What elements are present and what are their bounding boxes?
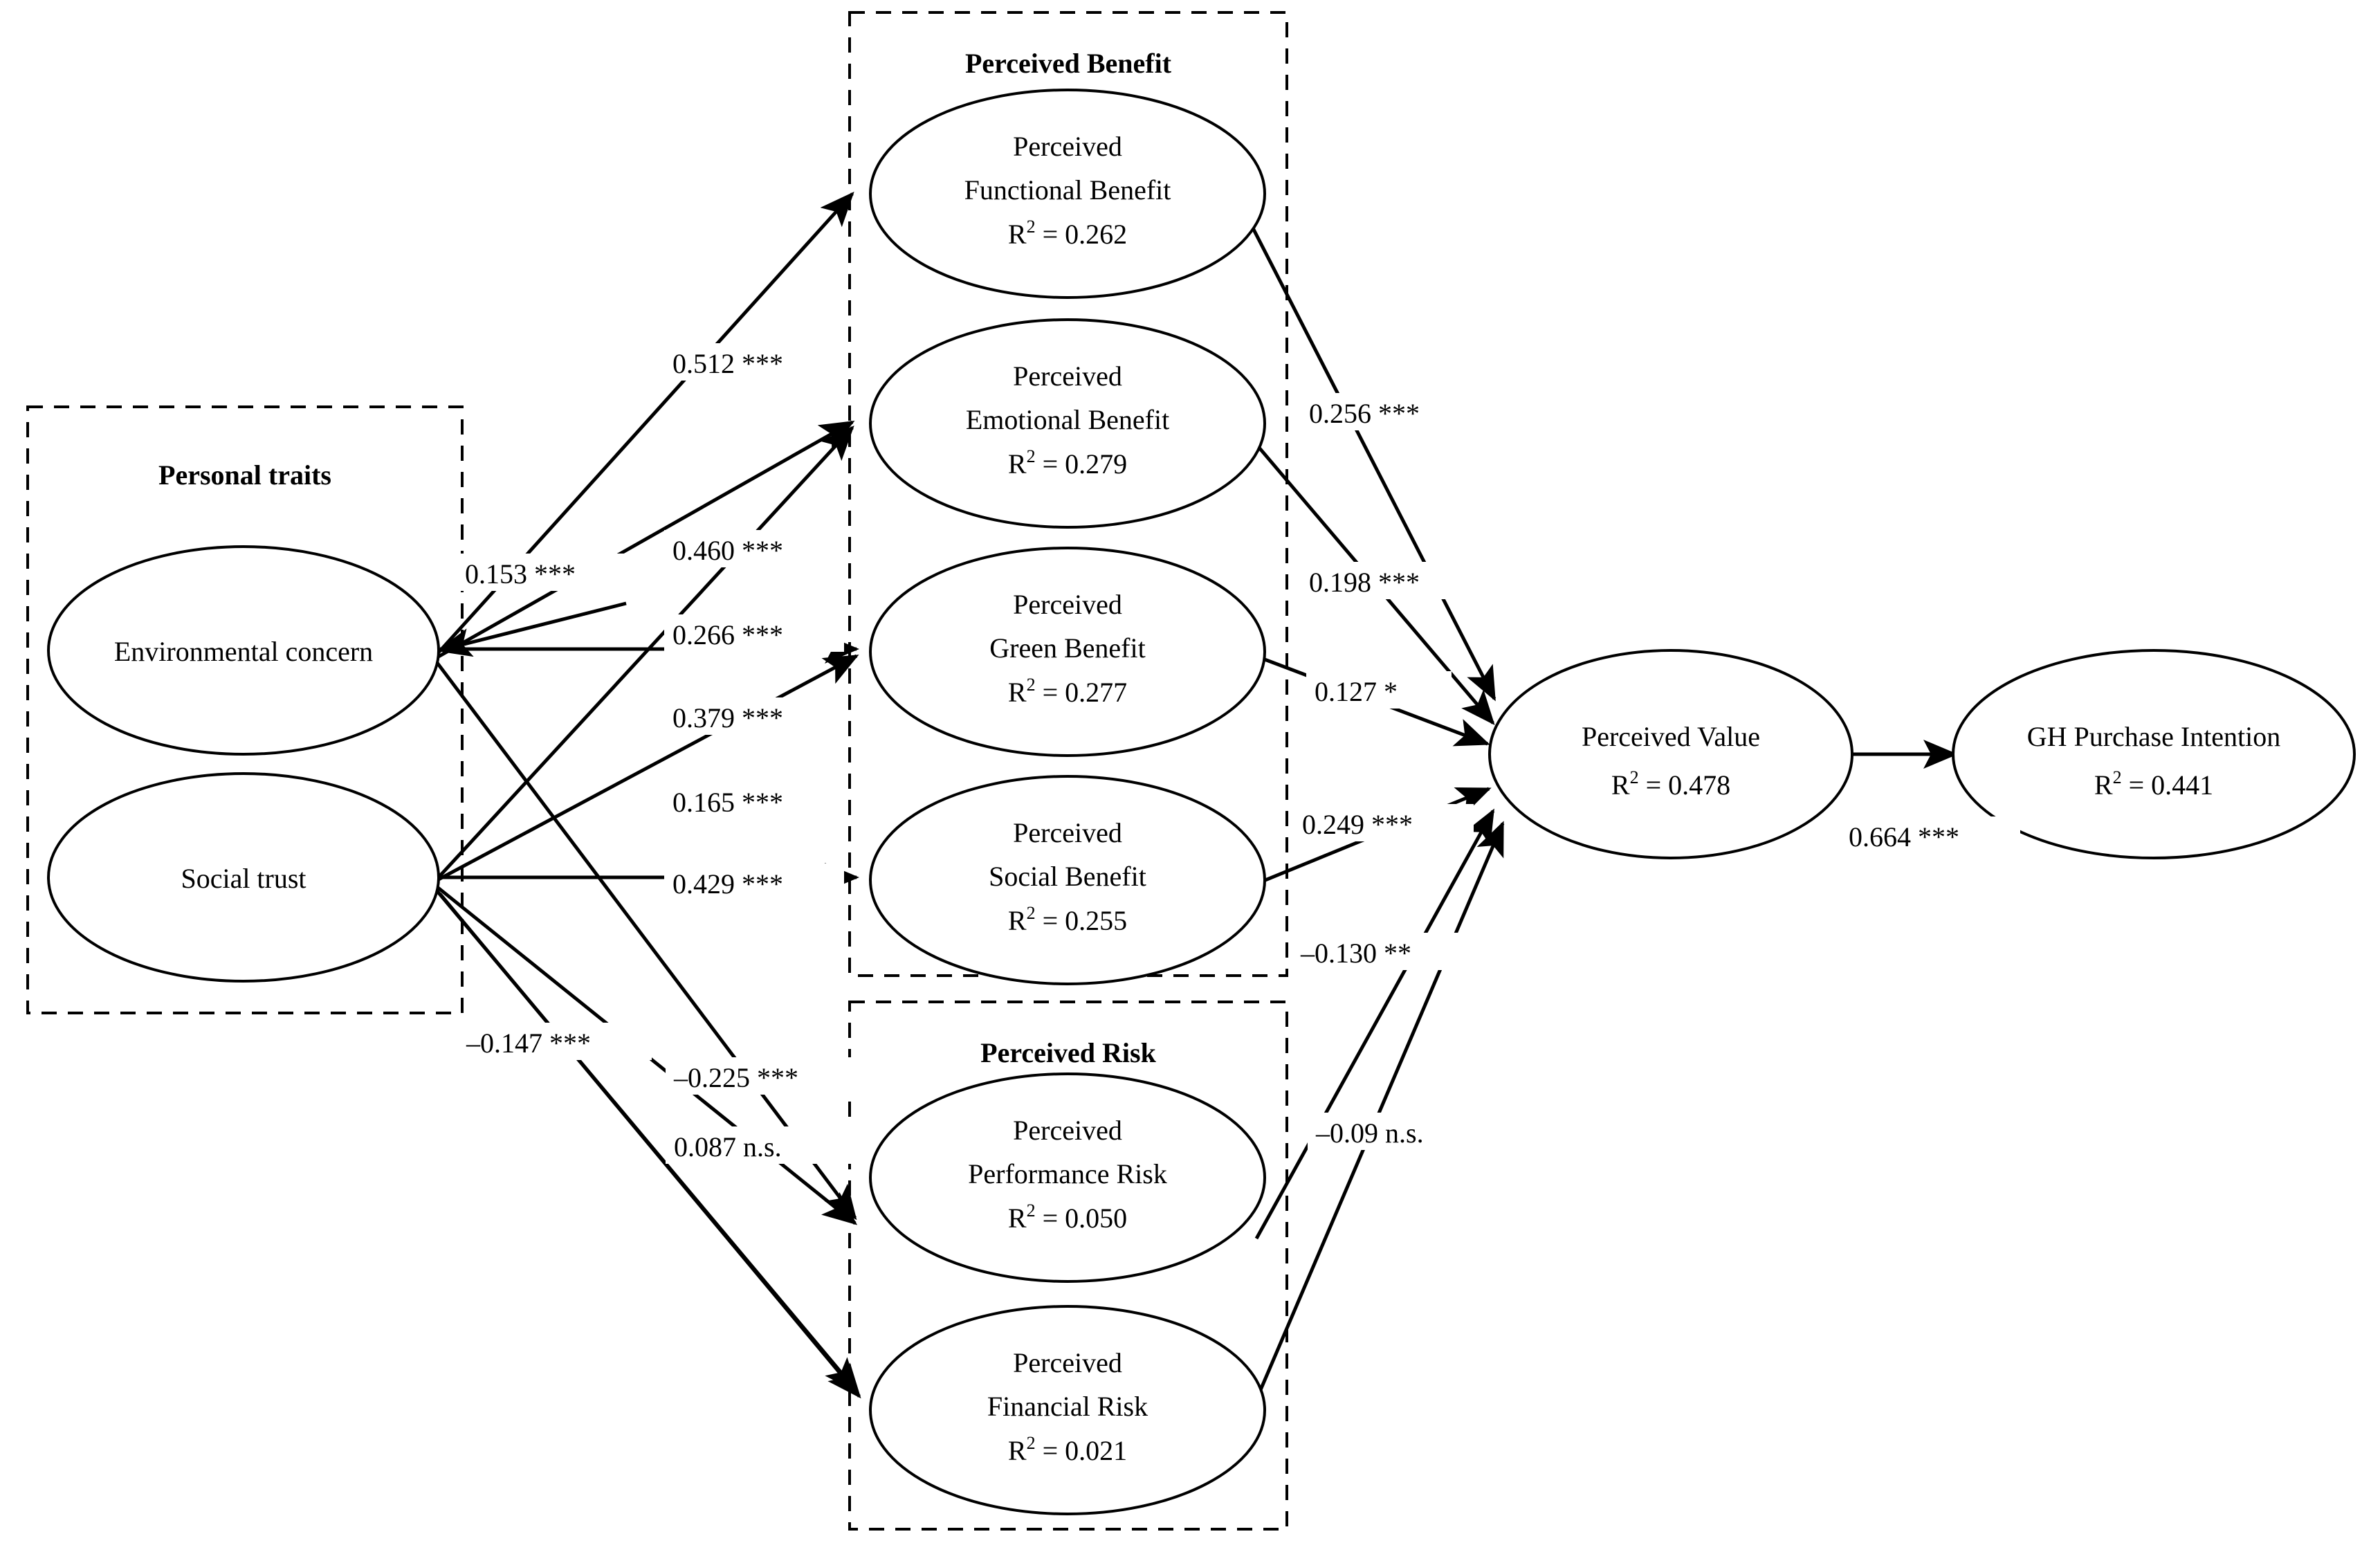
path-line-social-trust-to-env-concern bbox=[437, 601, 627, 657]
group-title-personal-traits: Personal traits bbox=[158, 459, 331, 491]
node-ellipse-performance-risk[interactable] bbox=[869, 1072, 1266, 1283]
node-label-financial-risk-line1: Perceived bbox=[1013, 1347, 1122, 1378]
path-line-financial-risk-to-perceived-value bbox=[1256, 821, 1505, 1397]
node-r2-gh-intention: R2 = 0.441 bbox=[2094, 767, 2213, 801]
node-r2-social-benefit: R2 = 0.255 bbox=[1008, 903, 1127, 936]
node-label-emotional-benefit-line1: Perceived bbox=[1013, 360, 1122, 392]
node-label-functional-benefit-line1: Perceived bbox=[1013, 131, 1122, 162]
coef-label-social-benefit-to-perceived-value: 0.249 *** bbox=[1302, 809, 1413, 840]
node-label-green-benefit-line2: Green Benefit bbox=[989, 632, 1145, 664]
coef-label-social-trust-to-emotional-benefit: 0.379 *** bbox=[672, 702, 783, 733]
coef-label-env-concern-to-green-benefit: 0.266 *** bbox=[672, 619, 783, 650]
path-line-social-trust-to-financial-risk bbox=[439, 893, 861, 1399]
node-label-performance-risk-line1: Perceived bbox=[1013, 1115, 1122, 1146]
node-r2-financial-risk: R2 = 0.021 bbox=[1008, 1433, 1127, 1466]
node-label-social-trust: Social trust bbox=[181, 863, 306, 894]
coef-label-env-concern-to-financial-risk: 0.087 n.s. bbox=[674, 1131, 782, 1162]
path-line-env-concern-to-performance-risk bbox=[436, 661, 857, 1221]
coef-label-emotional-benefit-to-perceived-value: 0.198 *** bbox=[1309, 567, 1420, 598]
node-label-performance-risk-line2: Performance Risk bbox=[968, 1158, 1167, 1189]
coef-label-green-benefit-to-perceived-value: 0.127 * bbox=[1315, 676, 1398, 707]
group-box-personal-traits bbox=[26, 405, 464, 1014]
coef-label-social-trust-to-performance-risk: –0.225 *** bbox=[673, 1062, 798, 1093]
node-ellipse-gh-intention[interactable] bbox=[1952, 649, 2356, 859]
coef-label-env-concern-to-emotional-benefit: 0.460 *** bbox=[672, 535, 783, 566]
node-r2-emotional-benefit: R2 = 0.279 bbox=[1008, 446, 1127, 480]
node-label-emotional-benefit-line2: Emotional Benefit bbox=[966, 404, 1169, 435]
coef-label-functional-benefit-to-perceived-value: 0.256 *** bbox=[1309, 398, 1420, 429]
node-ellipse-social-trust[interactable] bbox=[47, 772, 440, 983]
node-ellipse-env-concern[interactable] bbox=[47, 545, 440, 756]
coefficient-labels: 0.153 *** 0.512 *** 0.460 *** 0.266 *** … bbox=[457, 343, 2020, 1164]
group-title-perceived-risk: Perceived Risk bbox=[980, 1037, 1156, 1068]
node-label-functional-benefit-line2: Functional Benefit bbox=[964, 174, 1171, 206]
node-label-financial-risk-line2: Financial Risk bbox=[987, 1391, 1148, 1422]
node-label-social-benefit-line2: Social Benefit bbox=[989, 861, 1146, 892]
coef-label-env-concern-to-performance-risk: –0.147 *** bbox=[466, 1028, 591, 1059]
group-box-perceived-risk bbox=[848, 1001, 1288, 1531]
coef-label-social-trust-to-env-concern: 0.153 *** bbox=[465, 558, 576, 590]
path-line-env-concern-to-emotional-benefit bbox=[436, 420, 855, 659]
node-r2-perceived-value: R2 = 0.478 bbox=[1611, 767, 1730, 801]
node-ellipse-social-benefit[interactable] bbox=[869, 775, 1266, 985]
node-ellipse-perceived-value[interactable] bbox=[1488, 649, 1853, 859]
coef-label-financial-risk-to-perceived-value: –0.09 n.s. bbox=[1315, 1117, 1424, 1149]
group-title-perceived-benefit: Perceived Benefit bbox=[965, 48, 1172, 79]
coef-label-perceived-value-to-gh-intention: 0.664 *** bbox=[1849, 821, 1959, 852]
coef-label-performance-risk-to-perceived-value: –0.130 ** bbox=[1300, 938, 1411, 969]
coef-label-social-trust-to-green-benefit: 0.165 *** bbox=[672, 787, 783, 818]
path-line-performance-risk-to-perceived-value bbox=[1254, 808, 1495, 1240]
path-line-social-trust-to-emotional-benefit bbox=[436, 426, 854, 880]
node-ellipse-financial-risk[interactable] bbox=[869, 1305, 1266, 1515]
node-r2-green-benefit: R2 = 0.277 bbox=[1008, 675, 1127, 708]
node-ellipse-emotional-benefit[interactable] bbox=[869, 318, 1266, 529]
node-label-social-benefit-line1: Perceived bbox=[1013, 817, 1122, 848]
node-label-green-benefit-line1: Perceived bbox=[1013, 589, 1122, 620]
path-line-social-trust-to-green-benefit bbox=[436, 654, 859, 882]
node-r2-functional-benefit: R2 = 0.262 bbox=[1008, 217, 1127, 250]
coef-label-social-trust-to-social-benefit: 0.429 *** bbox=[672, 868, 783, 900]
node-label-env-concern: Environmental concern bbox=[114, 636, 373, 667]
coef-label-env-concern-to-functional-benefit: 0.512 *** bbox=[672, 348, 783, 379]
node-label-perceived-value: Perceived Value bbox=[1582, 721, 1760, 752]
node-ellipse-green-benefit[interactable] bbox=[869, 547, 1266, 757]
node-label-gh-intention: GH Purchase Intention bbox=[2027, 721, 2281, 752]
path-line-functional-benefit-to-perceived-value bbox=[1247, 220, 1496, 702]
node-ellipse-functional-benefit[interactable] bbox=[869, 89, 1266, 299]
node-r2-performance-risk: R2 = 0.050 bbox=[1008, 1200, 1127, 1234]
